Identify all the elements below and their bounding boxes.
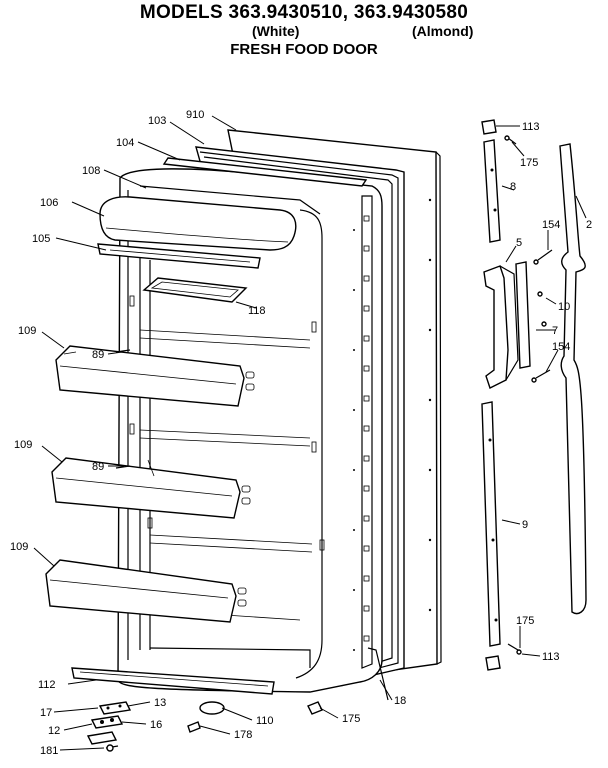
bottom-trim — [71, 667, 275, 695]
callout-10: 10 — [558, 301, 570, 313]
callout-154-lower: 154 — [552, 341, 570, 353]
liner-flange-strip — [353, 195, 373, 669]
callout-113-bottom: 113 — [542, 651, 560, 663]
callout-18: 18 — [394, 695, 406, 707]
outer-panel-dots — [428, 198, 432, 612]
dairy-compartment-top — [139, 185, 321, 215]
handle — [483, 265, 519, 389]
callout-5: 5 — [516, 237, 522, 249]
diagram-subtitle: FRESH FOOD DOOR — [230, 41, 378, 58]
callout-178: 178 — [234, 729, 252, 741]
callout-106: 106 — [40, 197, 58, 209]
callout-89-first: 89 — [92, 349, 104, 361]
callout-105: 105 — [32, 233, 50, 245]
color-white-label: (White) — [252, 23, 300, 39]
callout-113-top: 113 — [522, 121, 540, 133]
screw-175c — [507, 643, 522, 655]
door-handle-strip — [559, 143, 587, 615]
screw-154b — [531, 369, 551, 383]
leader-lines — [33, 115, 587, 751]
callout-110: 110 — [256, 715, 274, 727]
dashed-dots — [353, 229, 355, 651]
callout-108: 108 — [82, 165, 100, 177]
callout-103: 103 — [148, 115, 166, 127]
door-bin-3 — [45, 559, 247, 623]
handle-cap-top — [481, 119, 497, 135]
callout-109-third: 109 — [10, 541, 28, 553]
callout-910: 910 — [186, 109, 204, 121]
handle-trim-upper — [483, 139, 501, 243]
hinge-side-strip — [367, 647, 389, 701]
callout-109-second: 109 — [14, 439, 32, 451]
callout-118: 118 — [248, 305, 266, 317]
handle-insert — [515, 261, 531, 369]
handle-cap-bottom — [485, 655, 501, 671]
dairy-shelf — [97, 243, 261, 269]
diagram-title: MODELS 363.9430510, 363.9430580 — [139, 2, 469, 23]
bin-retainer-2 — [115, 465, 131, 469]
hinge-bushing — [86, 731, 118, 745]
stop-pin — [187, 721, 201, 733]
callout-112: 112 — [38, 679, 56, 691]
callout-89-second: 89 — [92, 461, 104, 473]
hinge-block — [98, 701, 132, 715]
door-stop — [199, 701, 225, 715]
handle-trim-lower — [481, 401, 501, 647]
screws-10 — [537, 291, 547, 327]
callout-109-first: 109 — [18, 325, 36, 337]
cap-175a — [307, 701, 323, 715]
callout-154-upper: 154 — [542, 219, 560, 231]
door-bin-2 — [51, 457, 251, 519]
callout-104: 104 — [116, 137, 134, 149]
callout-17: 17 — [40, 707, 52, 719]
hinge-screw — [105, 744, 119, 752]
egg-tray — [142, 277, 248, 303]
callout-7: 7 — [552, 325, 558, 337]
callout-8: 8 — [510, 181, 516, 193]
callout-175-top: 175 — [520, 157, 538, 169]
callout-2: 2 — [586, 219, 592, 231]
top-trim-strip — [162, 157, 368, 187]
dairy-door — [99, 196, 297, 251]
hinge-plate — [90, 715, 124, 729]
callout-9: 9 — [522, 519, 528, 531]
screw-175b — [504, 135, 517, 145]
bin-retainer-1 — [115, 349, 131, 353]
callout-16: 16 — [150, 719, 162, 731]
screw-154a — [533, 249, 553, 265]
callout-175-bottom: 175 — [342, 713, 360, 725]
callout-12: 12 — [48, 725, 60, 737]
callout-175-right: 175 — [516, 615, 534, 627]
door-bin-1 — [55, 345, 255, 407]
callout-181: 181 — [40, 745, 58, 757]
callout-13: 13 — [154, 697, 166, 709]
color-almond-label: (Almond) — [412, 23, 474, 39]
